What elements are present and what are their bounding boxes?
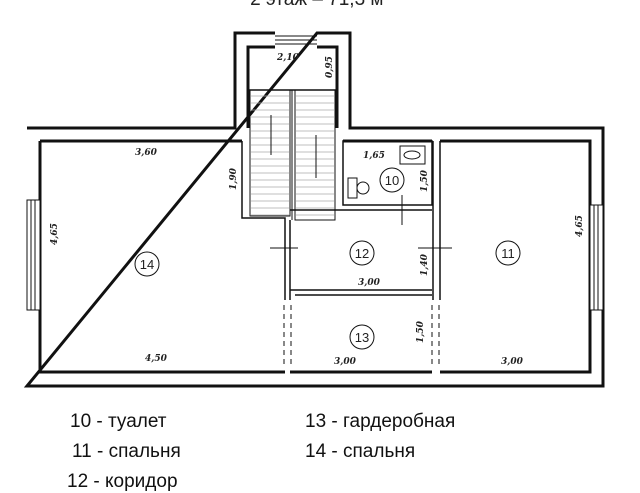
dim-stair-depth: 0,95 bbox=[325, 56, 335, 78]
floor-title: 2 этаж – 71,3 м² bbox=[0, 0, 640, 11]
dim-wardrobe-depth: 1,50 bbox=[416, 320, 426, 343]
room-number-14: 14 bbox=[140, 257, 154, 272]
stair-window bbox=[275, 35, 317, 45]
dim-room14-bottom: 4,50 bbox=[145, 354, 168, 364]
dim-room11-height: 4,65 bbox=[575, 215, 585, 237]
room-number-12: 12 bbox=[355, 246, 369, 261]
dim-room14-height: 4,65 bbox=[50, 223, 60, 245]
corridor-walls bbox=[290, 141, 441, 300]
stair-steps bbox=[251, 95, 334, 216]
dim-room11-width: 3,00 bbox=[501, 357, 524, 367]
legend-item-14: 14 - спальня bbox=[305, 441, 416, 462]
stairs bbox=[249, 89, 336, 221]
room-number-10: 10 bbox=[385, 173, 399, 188]
toilet-icon bbox=[347, 177, 358, 199]
toilet-room bbox=[342, 140, 433, 206]
dim-corridor-depth: 1,40 bbox=[420, 253, 430, 276]
legend-item-13: 13 - гардеробная bbox=[305, 411, 456, 432]
right-window bbox=[589, 204, 604, 311]
dim-stair-width: 2,10 bbox=[276, 53, 300, 63]
wardrobe-openings bbox=[283, 305, 440, 368]
dim-toilet-depth: 1,50 bbox=[420, 169, 430, 192]
outer-wall bbox=[23, 31, 605, 388]
partition-14 bbox=[241, 141, 286, 300]
floor-plan: 10 11 12 13 14 2,10 0,95 3,60 1,90 4,65 … bbox=[23, 31, 605, 388]
dim-toilet-width: 1,65 bbox=[363, 151, 385, 161]
legend-item-11: 11 - спальня bbox=[72, 441, 181, 462]
legend-item-12: 12 - коридор bbox=[67, 471, 178, 492]
room-number-11: 11 bbox=[501, 246, 515, 261]
sink-icon bbox=[399, 145, 426, 165]
room-number-13: 13 bbox=[355, 330, 369, 345]
legend-item-10: 10 - туалет bbox=[70, 411, 167, 432]
dim-wardrobe-width: 3,00 bbox=[334, 357, 357, 367]
dim-room14-notch: 1,90 bbox=[229, 167, 239, 190]
left-window bbox=[26, 199, 41, 311]
dim-corridor-width: 3,00 bbox=[358, 278, 381, 288]
dim-room14-top: 3,60 bbox=[135, 148, 158, 158]
